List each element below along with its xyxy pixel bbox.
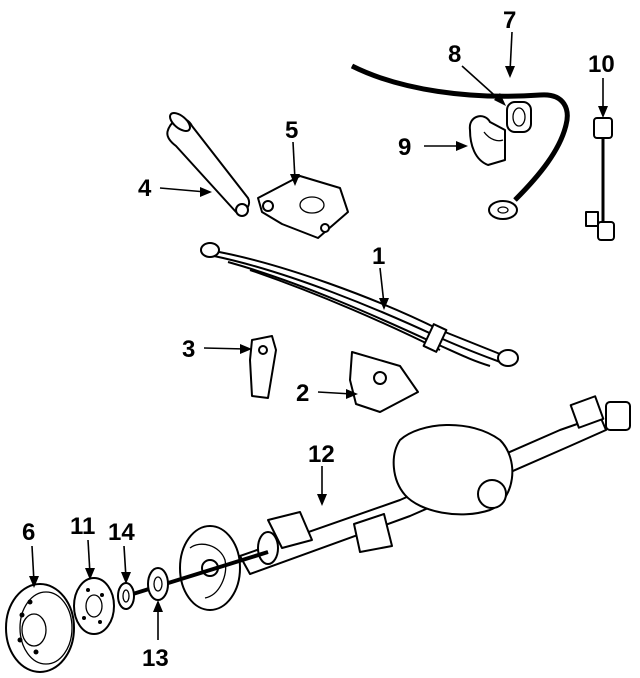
callout-5: 5 (285, 117, 300, 186)
axle-housing (239, 395, 631, 575)
callout-3: 3 (182, 336, 252, 363)
callout-number: 11 (70, 513, 95, 540)
stabilizer-bar (350, 63, 570, 220)
callout-number: 9 (398, 134, 411, 161)
bushing-bracket (468, 115, 506, 166)
axle-bearing (147, 567, 169, 601)
stabilizer-link (585, 117, 615, 241)
callout-14: 14 (108, 519, 135, 584)
wheel-hub (73, 577, 115, 635)
callout-12: 12 (308, 441, 335, 506)
callout-number: 1 (372, 243, 385, 270)
callout-number: 4 (138, 175, 152, 202)
callout-9: 9 (398, 134, 468, 161)
callout-number: 8 (448, 41, 461, 68)
callout-number: 6 (22, 519, 35, 546)
callout-2: 2 (296, 380, 358, 407)
axle-shaft (119, 550, 269, 600)
callout-1: 1 (372, 243, 389, 310)
callout-number: 2 (296, 380, 309, 407)
spring-plate (257, 175, 349, 239)
callout-7: 7 (503, 7, 516, 78)
callout-13: 13 (142, 600, 169, 672)
spring-seat-bracket (349, 351, 419, 413)
callout-11: 11 (70, 513, 95, 580)
callout-number: 7 (503, 7, 516, 34)
callout-10: 10 (588, 51, 615, 118)
callout-number: 10 (588, 51, 615, 78)
stabilizer-bushing (506, 101, 532, 133)
callout-number: 5 (285, 117, 298, 144)
spring-hanger-bracket (249, 335, 277, 399)
callout-4: 4 (138, 175, 212, 202)
callout-number: 3 (182, 336, 195, 363)
callout-6: 6 (22, 519, 39, 588)
shock-absorber (166, 112, 250, 217)
callout-number: 13 (142, 645, 169, 672)
leaf-spring (200, 242, 519, 367)
brake-drum (5, 583, 75, 673)
callout-8: 8 (448, 41, 506, 106)
axle-seal (117, 582, 135, 610)
callout-number: 12 (308, 441, 335, 468)
callout-number: 14 (108, 519, 135, 546)
